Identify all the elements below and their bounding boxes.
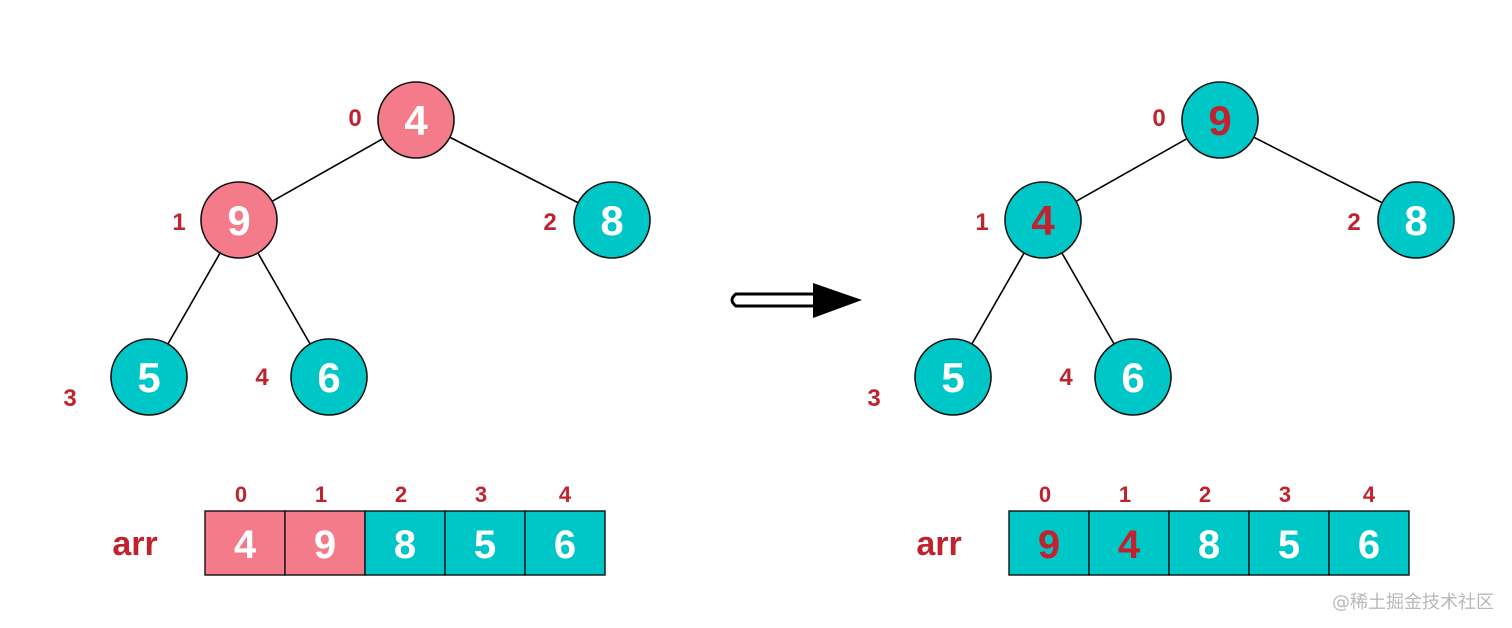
array-cell-value: 5 (1278, 523, 1300, 567)
tree-edge (257, 252, 311, 345)
array-cell: 40 (204, 482, 286, 576)
tree-node-index: 2 (543, 209, 556, 236)
array-cell: 53 (444, 482, 526, 576)
tree-node-circle (573, 181, 651, 259)
array-cell-index: 1 (1119, 482, 1131, 507)
tree-node: 4 (1004, 181, 1082, 259)
array-cell-index: 2 (395, 482, 407, 507)
array-cell-value: 6 (554, 523, 576, 567)
tree-node-circle (290, 338, 368, 416)
tree-node-index: 4 (255, 364, 269, 391)
array-cell-box (1168, 510, 1250, 576)
array-cell-value: 8 (1198, 523, 1220, 567)
tree-node-index: 1 (975, 209, 988, 236)
tree-node: 5 (110, 338, 188, 416)
tree-edge (971, 252, 1025, 345)
tree-node: 9 (200, 181, 278, 259)
array-cell-box (524, 510, 606, 576)
watermark: @稀土掘金技术社区 (1332, 592, 1494, 613)
array-cell-index: 3 (1279, 482, 1291, 507)
tree-node-circle (914, 338, 992, 416)
tree-node: 6 (290, 338, 368, 416)
array-cell-box (444, 510, 526, 576)
right-arrow-icon (730, 283, 862, 318)
array-label: arr (916, 525, 961, 563)
tree-node-value: 4 (1031, 197, 1055, 244)
array-cell-value: 6 (1358, 523, 1380, 567)
tree-node-value: 8 (600, 197, 623, 244)
array-cell: 64 (524, 482, 606, 576)
tree-node-index: 1 (172, 209, 185, 236)
tree-node: 4 (377, 81, 455, 159)
array-cell-value: 4 (234, 523, 257, 567)
tree-node-index: 2 (1347, 209, 1360, 236)
tree-node-value: 6 (1121, 354, 1144, 401)
tree-node-index: 3 (867, 385, 880, 412)
tree-node-circle (1094, 338, 1172, 416)
array-cell-index: 4 (559, 482, 572, 507)
array-cell-box (364, 510, 446, 576)
array-cell-index: 2 (1199, 482, 1211, 507)
tree-node-value: 5 (941, 354, 964, 401)
array-label: arr (112, 525, 157, 563)
tree-node-index: 0 (348, 105, 361, 132)
array-cell-index: 4 (1363, 482, 1376, 507)
tree-node-value: 5 (137, 354, 160, 401)
array-cell-index: 1 (315, 482, 327, 507)
tree-edges (167, 136, 579, 345)
tree-edge (271, 137, 384, 203)
tree-node-index: 3 (63, 385, 76, 412)
array-cell: 41 (1088, 482, 1170, 576)
array-cell-box (1008, 510, 1090, 576)
tree-node-value: 6 (317, 354, 340, 401)
tree-node: 5 (914, 338, 992, 416)
tree-node-circle (1181, 81, 1259, 159)
array-cell: 90 (1008, 482, 1090, 576)
array-cell-box (1328, 510, 1410, 576)
array-cell-value: 9 (1038, 523, 1060, 567)
tree-edge (449, 136, 579, 204)
tree-edge (1253, 136, 1383, 204)
array-cell: 82 (364, 482, 446, 576)
tree-node-circle (1004, 181, 1082, 259)
tree-node-circle (110, 338, 188, 416)
tree-node-index: 0 (1152, 105, 1165, 132)
tree-node-value: 9 (1208, 97, 1231, 144)
tree-node: 8 (1377, 181, 1455, 259)
tree-node: 9 (1181, 81, 1259, 159)
array-cell: 91 (284, 482, 366, 576)
array-cell-value: 9 (314, 523, 336, 567)
tree-node: 6 (1094, 338, 1172, 416)
tree-node: 8 (573, 181, 651, 259)
tree-node-value: 8 (1404, 197, 1427, 244)
array-cell-box (284, 510, 366, 576)
array-cell-index: 3 (475, 482, 487, 507)
array-cell: 82 (1168, 482, 1250, 576)
array-cell-index: 0 (235, 482, 247, 507)
array-cell-box (1248, 510, 1330, 576)
tree-edge (167, 252, 221, 345)
array-cell: 64 (1328, 482, 1410, 576)
tree-edge (1061, 252, 1115, 345)
tree-edge (1075, 137, 1188, 203)
array-cell-index: 0 (1039, 482, 1051, 507)
array-cell-value: 8 (394, 523, 416, 567)
array-cell-box (204, 510, 286, 576)
tree-node-circle (1377, 181, 1455, 259)
tree-edges (971, 136, 1383, 345)
tree-node-index: 4 (1059, 364, 1073, 391)
tree-node-circle (200, 181, 278, 259)
array-cell-box (1088, 510, 1170, 576)
tree-node-value: 4 (404, 97, 428, 144)
tree-node-circle (377, 81, 455, 159)
array-cell: 53 (1248, 482, 1330, 576)
array-cell-value: 4 (1118, 523, 1141, 567)
tree-node-value: 9 (227, 197, 250, 244)
array-cell-value: 5 (474, 523, 496, 567)
